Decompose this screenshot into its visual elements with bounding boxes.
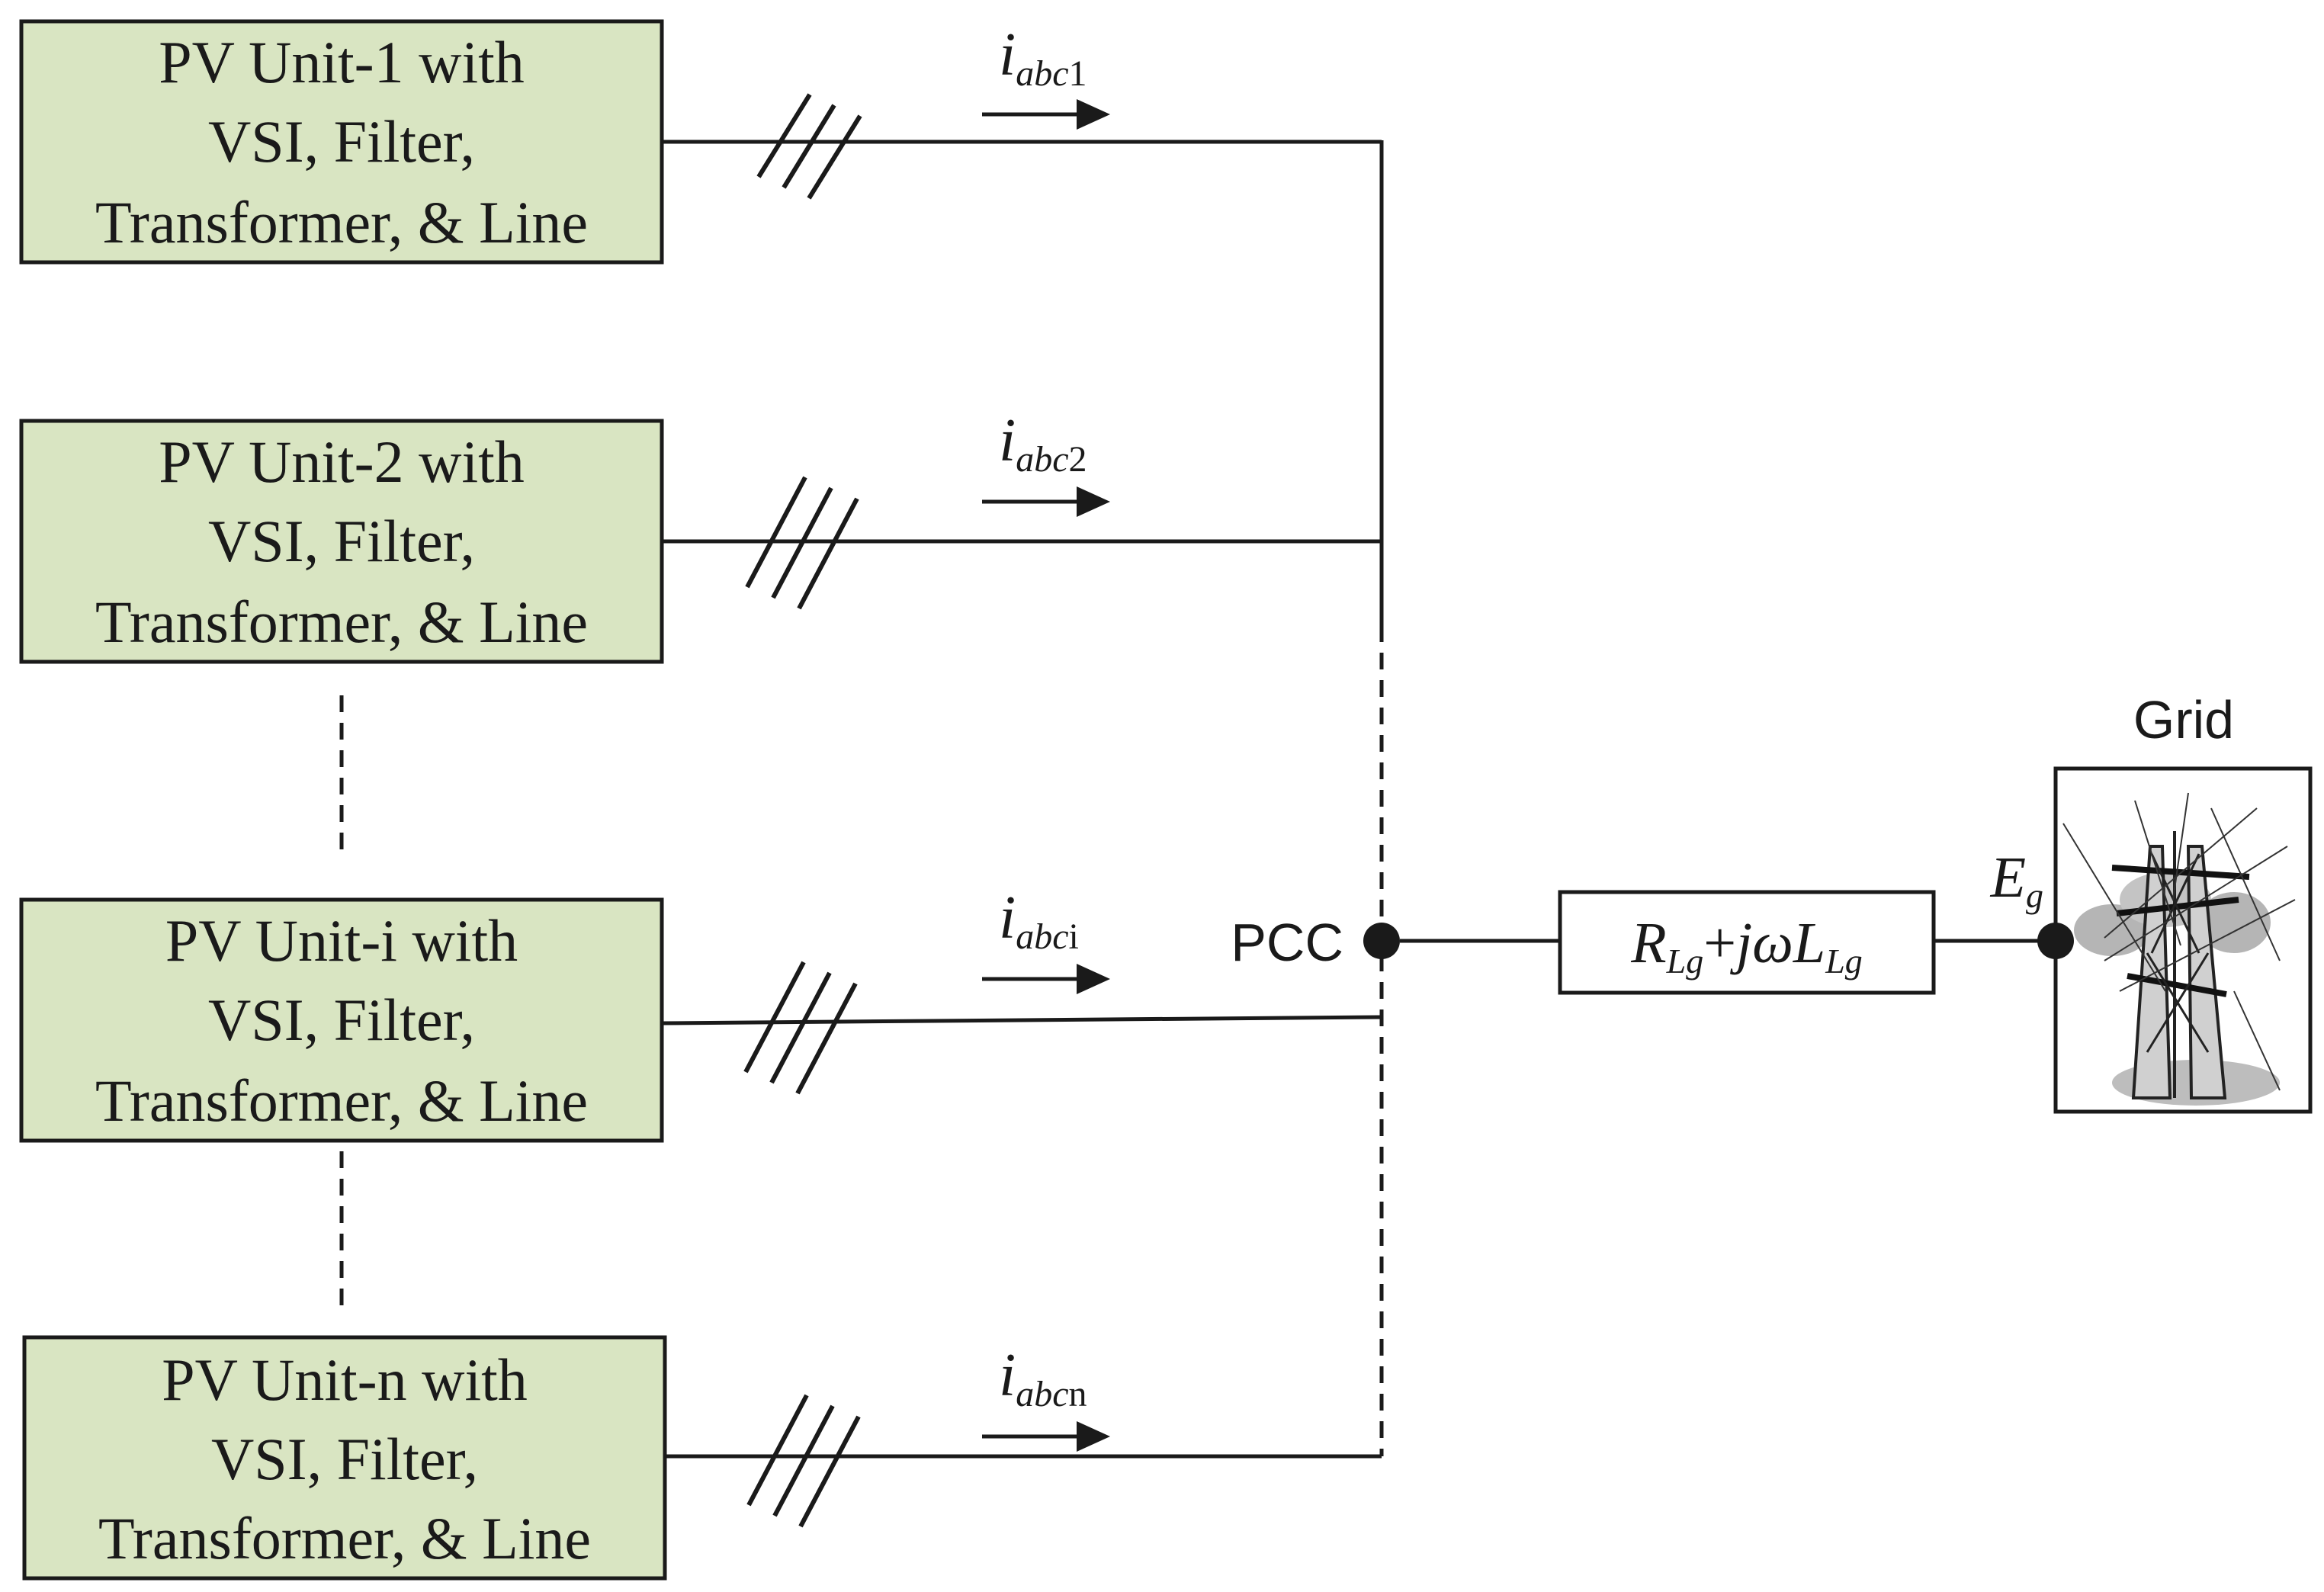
current-arrow-n <box>982 1421 1110 1452</box>
pv-unit-n-box <box>22 1335 667 1581</box>
pv-unit-n-line-2: VSI, Filter, <box>211 1426 478 1492</box>
pv-unit-n: PV Unit-n with VSI, Filter, Transformer,… <box>22 1335 667 1581</box>
current-label-n: iabcn <box>999 1342 1087 1414</box>
three-phase-hatch-1 <box>756 93 862 200</box>
pv-unit-1-line-3: Transformer, & Line <box>95 189 588 255</box>
pv-unit-i: PV Unit-i with VSI, Filter, Transformer,… <box>19 897 664 1143</box>
pv-unit-n-line-3: Transformer, & Line <box>98 1505 591 1571</box>
pv-unit-2-box <box>19 419 664 664</box>
three-phase-hatch-n <box>746 1394 861 1528</box>
transmission-tower-icon <box>2062 792 2296 1106</box>
pv-unit-1-line-1: PV Unit-1 with <box>159 29 525 95</box>
current-arrow-i <box>982 964 1110 994</box>
pv-unit-1-box <box>19 19 664 265</box>
pv-unit-i-line-3: Transformer, & Line <box>95 1067 588 1134</box>
pv-unit-1: PV Unit-1 with VSI, Filter, Transformer,… <box>19 19 664 265</box>
grid-voltage-label: Eg <box>1990 846 2043 915</box>
grid-title: Grid <box>2133 690 2234 749</box>
pv-unit-i-line-2: VSI, Filter, <box>208 987 475 1053</box>
pv-unit-2-line-1: PV Unit-2 with <box>159 428 525 495</box>
current-label-1: iabc1 <box>999 21 1087 94</box>
pv-unit-2: PV Unit-2 with VSI, Filter, Transformer,… <box>19 419 664 664</box>
current-arrow-1 <box>982 99 1110 130</box>
pv-unit-1-line-2: VSI, Filter, <box>208 108 475 175</box>
line-impedance-label: RLg+jωLLg <box>1630 911 1863 981</box>
pcc-label: PCC <box>1231 913 1343 972</box>
pv-unit-i-line-1: PV Unit-i with <box>165 907 518 974</box>
pv-unit-i-box <box>19 897 664 1143</box>
pv-unit-n-line-1: PV Unit-n with <box>162 1346 528 1413</box>
pv-unit-2-line-2: VSI, Filter, <box>208 508 475 574</box>
current-arrow-2 <box>982 486 1110 517</box>
current-label-i: iabci <box>999 884 1079 957</box>
grid-node <box>2037 923 2074 959</box>
current-label-2: iabc2 <box>999 407 1087 480</box>
three-phase-hatch-2 <box>745 476 859 610</box>
pcc-node <box>1363 923 1400 959</box>
three-phase-hatch-i <box>743 961 858 1095</box>
pv-unit-2-line-3: Transformer, & Line <box>95 589 588 655</box>
feeder-i-wire <box>661 1015 1382 1025</box>
